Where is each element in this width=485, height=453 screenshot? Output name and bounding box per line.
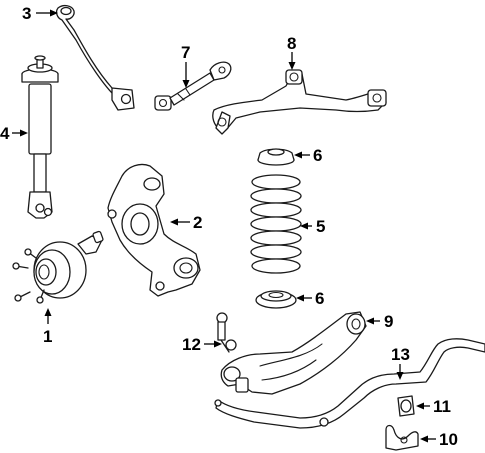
wheel-hub-part [12,230,104,304]
callout-8: 8 [287,34,296,53]
callout-2: 2 [193,213,202,232]
leader-arrowhead-11 [416,402,424,410]
leader-arrowhead-1 [44,308,52,316]
callout-11: 11 [433,397,451,416]
callout-9: 9 [384,312,393,331]
callout-labels: 3 4 7 8 6 2 5 1 6 9 12 13 11 10 [0,4,458,449]
leader-arrowhead-3 [50,9,58,17]
lower-control-arm-part [220,311,367,395]
upper-control-arm-part [212,69,387,135]
shock-absorber-part [21,55,59,219]
callout-12: 12 [182,335,201,354]
lower-spring-insulator-part [255,290,297,309]
callout-13: 13 [391,345,410,364]
callout-7: 7 [181,43,190,62]
leader-arrowhead-2 [170,218,178,226]
steering-knuckle-part [107,163,201,297]
leader-arrowhead-7 [182,80,190,88]
callout-6b: 6 [315,289,324,308]
stabilizer-bushing-part [397,395,415,417]
toe-link-part [154,61,232,111]
callout-10: 10 [439,430,458,449]
stabilizer-bar-part [214,338,485,429]
callout-5: 5 [316,217,325,236]
bushing-bracket-part [385,424,419,451]
leader-arrowhead-4 [20,129,28,137]
leader-arrowhead-8 [288,62,296,70]
leader-arrowhead-6b [296,294,304,302]
leader-arrowhead-6a [294,151,302,159]
upper-trailing-link-part [55,4,135,111]
leader-arrowhead-5 [300,222,308,230]
leader-arrowhead-13 [396,372,404,380]
callout-3: 3 [22,4,31,23]
upper-spring-isolator-part [257,148,295,166]
callout-6a: 6 [313,146,322,165]
callout-1: 1 [43,327,52,346]
leader-arrowhead-12 [214,340,222,348]
leader-arrowhead-10 [420,435,428,443]
coil-spring-part [250,174,302,274]
callout-4: 4 [0,124,10,143]
leader-lines [12,9,436,443]
stabilizer-link-part [216,312,237,353]
leader-arrowhead-9 [366,317,374,325]
